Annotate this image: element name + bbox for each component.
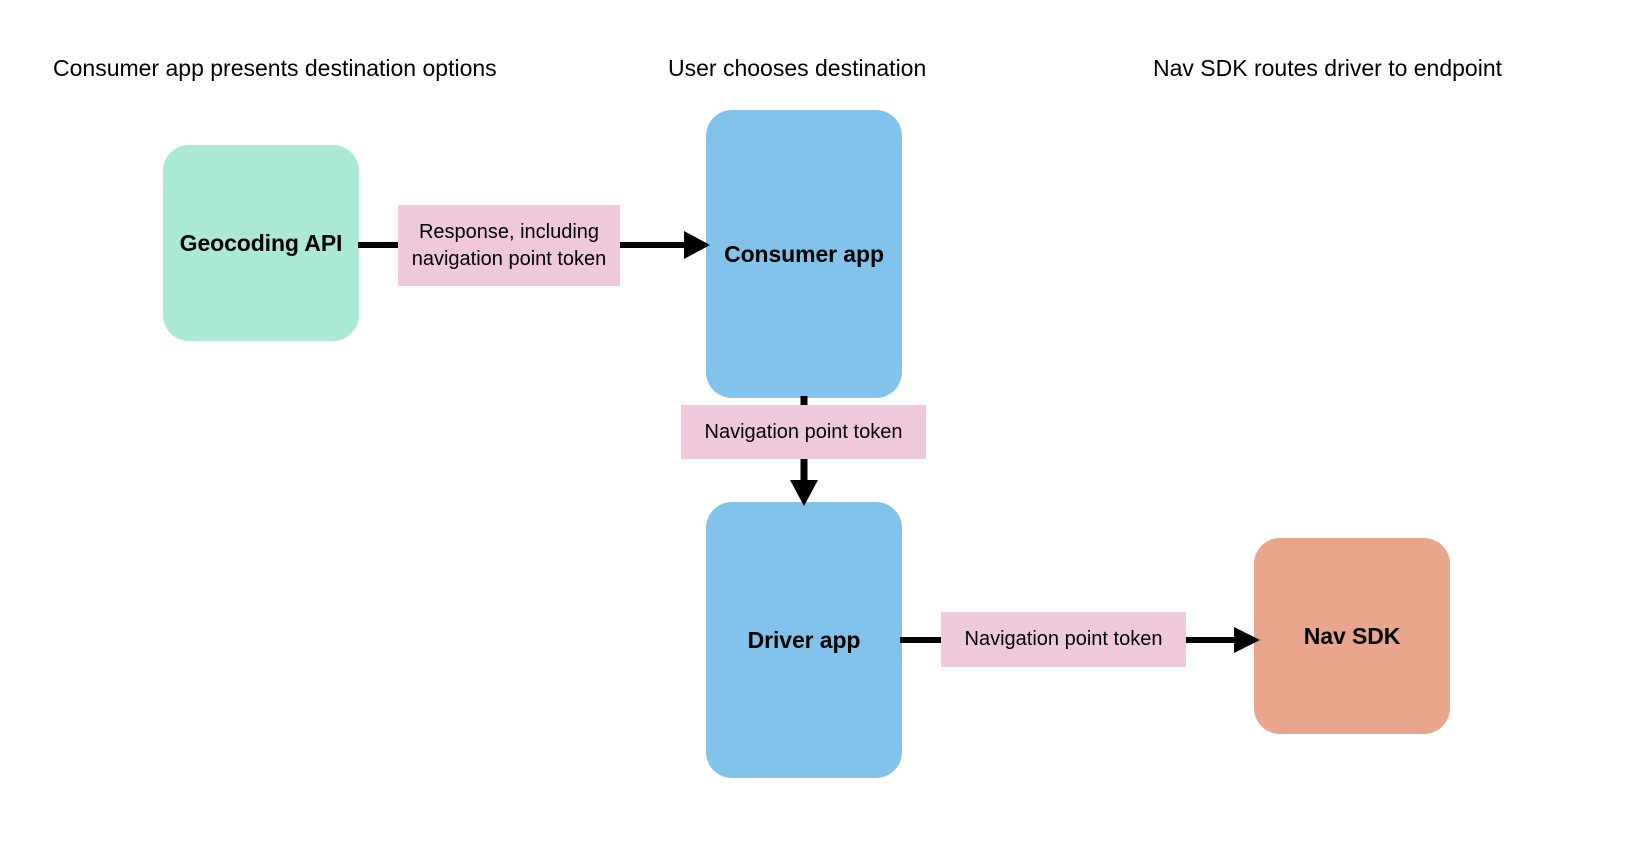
node-nav-sdk-label: Nav SDK	[1303, 622, 1401, 649]
node-driver-app-label: Driver app	[747, 626, 861, 653]
edge-label-response-including-navigation-point-token: Response, including navigation point tok…	[398, 205, 620, 286]
edge-label-response-text: Response, including navigation point tok…	[411, 220, 607, 270]
edge-label-token-driver-navsdk-text: Navigation point token	[964, 628, 1163, 650]
edge-label-navigation-point-token-consumer-driver: Navigation point token	[681, 405, 926, 459]
node-consumer-app[interactable]: Consumer app	[706, 110, 902, 398]
node-consumer-app-label: Consumer app	[724, 240, 884, 267]
column-header-consumer: Consumer app presents destination option…	[53, 55, 497, 81]
node-nav-sdk[interactable]: Nav SDK	[1254, 538, 1450, 734]
column-header-nav-sdk: Nav SDK routes driver to endpoint	[1153, 55, 1503, 81]
edge-label-token-consumer-driver-text: Navigation point token	[704, 420, 903, 443]
node-driver-app[interactable]: Driver app	[706, 502, 902, 778]
column-header-user: User chooses destination	[668, 55, 927, 81]
edge-label-navigation-point-token-driver-navsdk: Navigation point token	[941, 612, 1186, 667]
node-geocoding-api-label: Geocoding API	[179, 229, 343, 256]
node-geocoding-api[interactable]: Geocoding API	[163, 145, 359, 341]
